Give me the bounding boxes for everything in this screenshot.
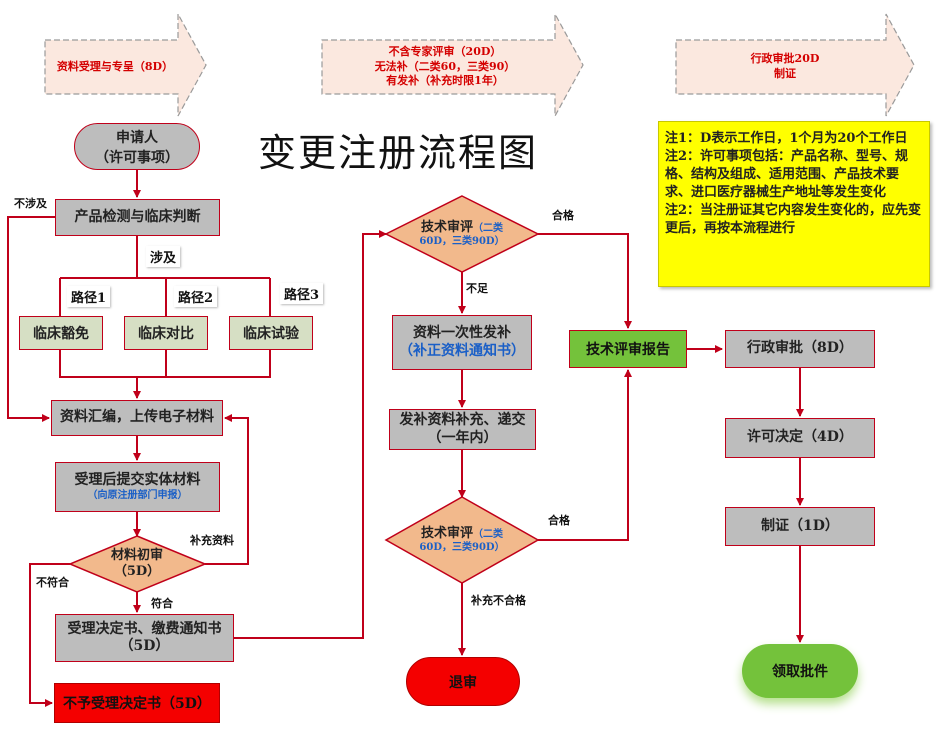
rejection-notice-box: 不予受理决定书（5D） [54,683,220,723]
phase-3-text: 行政审批20D 制证 [690,40,880,94]
tech-report-box: 技术评审报告 [569,330,687,368]
note-2: 注2：许可事项包括：产品名称、型号、规格、结构及组成、适用范围、产品技术要求、进… [665,148,909,200]
supplement-submit-box: 发补资料补充、递交 （一年内） [389,409,536,450]
clinical-compare-box: 临床对比 [124,316,208,350]
submit-physical-label: 受理后提交实体材料 [74,472,201,488]
phase-1-text: 资料受理与专呈（8D） [45,40,185,94]
supplement-materials-label: 补充资料 [190,534,234,547]
one-time-supplement-sublabel: （补正资料通知书） [399,342,525,359]
applicant-sublabel: （许可事项） [95,149,179,166]
compliant-label: 符合 [151,597,173,610]
initial-review-text: 材料初审 （5D） [85,540,189,588]
license-decision-box: 许可决定（4D） [725,418,875,458]
path-1-label: 路径1 [67,286,111,307]
tech-review-2-diamond [384,496,540,584]
applicant-label: 申请人 [116,129,158,146]
withdraw-node: 退审 [406,657,520,706]
not-involves-label: 不涉及 [14,197,47,210]
phase-arrow-2 [321,13,584,117]
clinical-trial-box: 临床试验 [229,316,313,350]
phase-1-line-1: 资料受理与专呈（8D） [56,59,174,73]
clinical-exempt-box: 临床豁免 [19,316,103,350]
product-test-box: 产品检测与临床判断 [55,199,220,236]
phase-2-text: 不含专家评审（20D） 无法补（二类60，三类90） 有发补（补充时限1年） [330,40,560,94]
tech-review-1-label: 技术审评 [420,220,473,236]
certificate-box: 制证（1D） [725,507,875,546]
phase-2-line-1: 不含专家评审（20D） [388,44,502,58]
tech-review-2-text: 技术审评（二类 60D，三类90D） [406,516,518,564]
tech-review-1-sub-1: （二类 [473,223,503,235]
insufficient-label: 不足 [466,282,488,295]
tech-review-1-text: 技术审评（二类 60D，三类90D） [406,210,518,258]
one-time-supplement-box: 资料一次性发补 （补正资料通知书） [392,315,532,370]
note-3: 注2：当注册证其它内容发生变化的，应先变更后，再按本流程进行 [665,202,922,236]
initial-review-diamond [68,535,207,593]
supplement-submit-sublabel: （一年内） [427,429,498,446]
collect-node: 领取批件 [742,644,858,698]
path-2-label: 路径2 [174,286,218,307]
pass-1-label: 合格 [552,209,574,222]
pass-2-label: 合格 [548,514,570,527]
supplement-fail-label: 补充不合格 [471,594,526,607]
acceptance-notice-box: 受理决定书、缴费通知书（5D） [55,614,234,662]
notes-panel: 注1：D表示工作日，1个月为20个工作日 注2：许可事项包括：产品名称、型号、规… [658,121,930,287]
involves-label: 涉及 [146,246,181,267]
compile-box: 资料汇编，上传电子材料 [51,400,223,436]
tech-review-1-sub-2: 60D，三类90D） [419,235,505,247]
tech-review-2-sub-1: （二类 [473,529,503,541]
not-compliant-label: 不符合 [36,576,69,589]
submit-physical-box: 受理后提交实体材料 （向原注册部门申报） [55,462,220,512]
tech-review-1-diamond [384,195,540,273]
applicant-node: 申请人 （许可事项） [74,123,200,170]
phase-arrow-3 [675,13,915,117]
initial-review-sublabel: （5D） [113,564,161,579]
note-1: 注1：D表示工作日，1个月为20个工作日 [665,131,908,146]
one-time-supplement-label: 资料一次性发补 [413,325,511,341]
supplement-submit-label: 发补资料补充、递交 [399,412,526,428]
phase-2-line-3: 有发补（补充时限1年） [386,74,504,88]
phase-3-line-1: 行政审批20D [750,52,820,66]
submit-physical-sublabel: （向原注册部门申报） [87,489,188,501]
page-title: 变更注册流程图 [258,131,539,175]
phase-2-line-2: 无法补（二类60，三类90） [374,59,516,73]
tech-review-2-sub-2: 60D，三类90D） [419,541,505,553]
tech-review-2-label: 技术审评 [420,526,473,542]
admin-approval-box: 行政审批（8D） [725,330,875,368]
initial-review-label: 材料初审 [110,548,163,564]
path-3-label: 路径3 [280,283,324,304]
phase-3-line-2: 制证 [774,67,796,80]
phase-arrow-1 [44,13,207,117]
